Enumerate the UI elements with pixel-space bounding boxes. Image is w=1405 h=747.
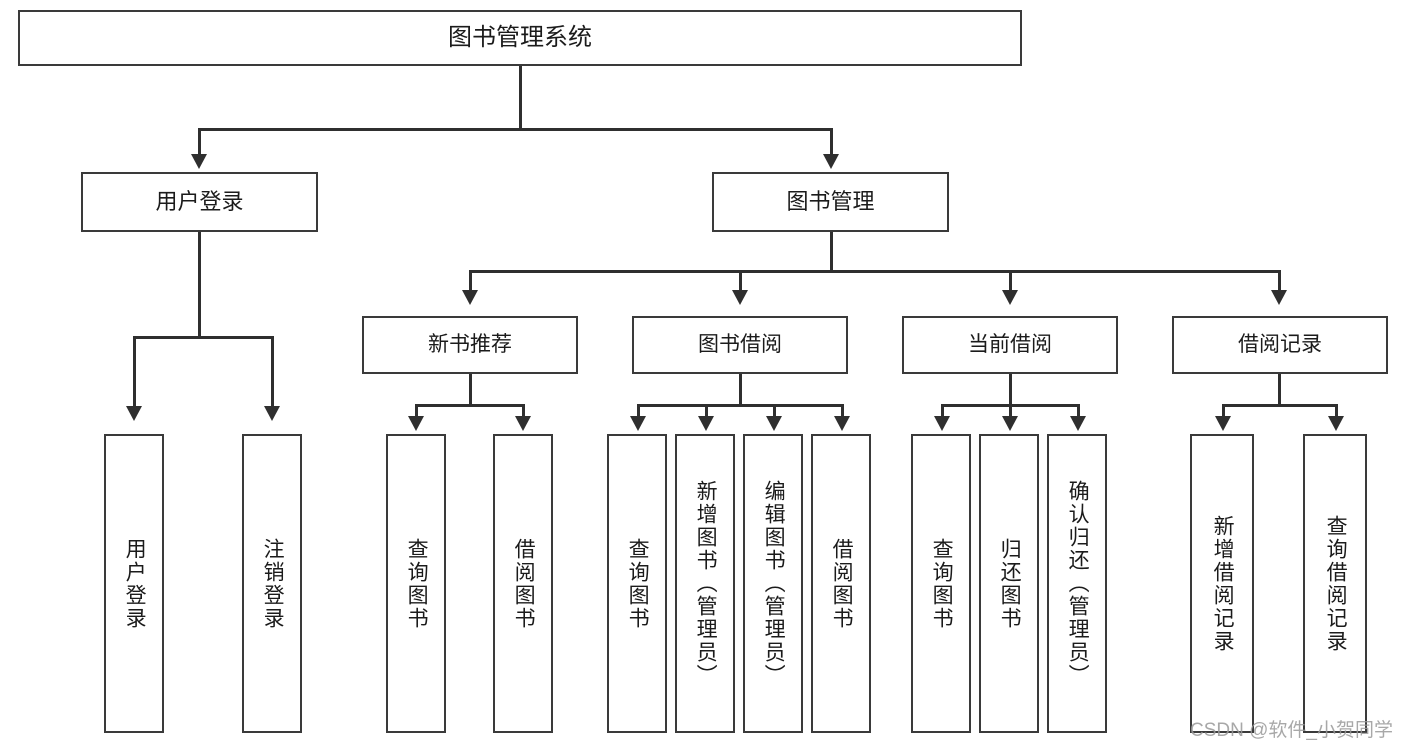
connector-book-management-stem [830, 232, 833, 272]
node-label: 图书借阅 [698, 332, 782, 356]
arrow-user-login-to-leaf-1 [126, 406, 142, 421]
arrow-book-management-to-new-book [462, 290, 478, 305]
arrow-book-borrow-to-leaf-4 [834, 416, 850, 431]
connector-book-management-drop-2 [739, 270, 742, 292]
leaf-book-borrow-1[interactable]: 查询图书 [607, 434, 667, 733]
node-root-book-management-system[interactable]: 图书管理系统 [18, 10, 1022, 66]
connector-current-borrow-drop-2 [1009, 404, 1012, 418]
leaf-current-borrow-3[interactable]: 确认归还（管理员） [1047, 434, 1107, 733]
node-label: 归还图书 [998, 537, 1022, 630]
leaf-book-borrow-4[interactable]: 借阅图书 [811, 434, 871, 733]
arrow-new-book-to-leaf-2 [515, 416, 531, 431]
node-label: 新增图书（管理员） [694, 480, 718, 687]
node-label: 确认归还（管理员） [1066, 480, 1090, 687]
node-new-book-recommend[interactable]: 新书推荐 [362, 316, 578, 374]
connector-new-book-stem [469, 374, 472, 406]
arrow-root-to-user-login [191, 154, 207, 169]
connector-root-drop-1 [198, 128, 201, 156]
node-label: 用户登录 [155, 189, 244, 215]
node-label: 编辑图书（管理员） [762, 480, 786, 687]
connector-current-borrow-drop-3 [1077, 404, 1080, 418]
leaf-user-login-2[interactable]: 注销登录 [242, 434, 302, 733]
leaf-current-borrow-1[interactable]: 查询图书 [911, 434, 971, 733]
connector-current-borrow-drop-1 [941, 404, 944, 418]
arrow-book-borrow-to-leaf-3 [766, 416, 782, 431]
leaf-book-borrow-3[interactable]: 编辑图书（管理员） [743, 434, 803, 733]
leaf-borrow-record-2[interactable]: 查询借阅记录 [1303, 434, 1367, 733]
node-label: 新书推荐 [428, 332, 512, 356]
arrow-book-borrow-to-leaf-2 [698, 416, 714, 431]
connector-book-borrow-bus [637, 404, 842, 407]
connector-borrow-record-drop-2 [1335, 404, 1338, 418]
connector-book-borrow-drop-3 [773, 404, 776, 418]
node-label: 查询图书 [930, 537, 954, 630]
connector-book-borrow-stem [739, 374, 742, 406]
node-borrow-record[interactable]: 借阅记录 [1172, 316, 1388, 374]
node-user-login[interactable]: 用户登录 [81, 172, 318, 232]
node-label: 当前借阅 [968, 332, 1052, 356]
arrow-root-to-book-management [823, 154, 839, 169]
arrow-book-borrow-to-leaf-1 [630, 416, 646, 431]
node-label: 查询图书 [626, 537, 650, 630]
arrow-user-login-to-leaf-2 [264, 406, 280, 421]
node-label: 图书管理 [786, 189, 875, 215]
node-label: 注销登录 [261, 537, 285, 630]
arrow-current-borrow-to-leaf-1 [934, 416, 950, 431]
node-label: 借阅图书 [512, 537, 536, 630]
arrow-book-management-to-current-borrow [1002, 290, 1018, 305]
connector-book-management-drop-1 [469, 270, 472, 292]
connector-book-management-bus [469, 270, 1278, 273]
connector-new-book-bus [415, 404, 525, 407]
connector-root-drop-2 [830, 128, 833, 156]
connector-user-login-drop-2 [271, 336, 274, 408]
node-label: 借阅图书 [830, 537, 854, 630]
connector-book-management-drop-4 [1278, 270, 1281, 292]
node-current-borrow[interactable]: 当前借阅 [902, 316, 1118, 374]
connector-new-book-drop-1 [415, 404, 418, 418]
connector-book-borrow-drop-2 [705, 404, 708, 418]
arrow-new-book-to-leaf-1 [408, 416, 424, 431]
node-label: 用户登录 [123, 537, 147, 630]
arrow-book-management-to-book-borrow [732, 290, 748, 305]
connector-user-login-drop-1 [133, 336, 136, 408]
connector-book-management-drop-3 [1009, 270, 1012, 292]
leaf-borrow-record-1[interactable]: 新增借阅记录 [1190, 434, 1254, 733]
leaf-user-login-1[interactable]: 用户登录 [104, 434, 164, 733]
connector-root-stem [519, 66, 522, 128]
leaf-book-borrow-2[interactable]: 新增图书（管理员） [675, 434, 735, 733]
connector-user-login-stem [198, 232, 201, 336]
node-book-management[interactable]: 图书管理 [712, 172, 949, 232]
connector-borrow-record-stem [1278, 374, 1281, 406]
leaf-current-borrow-2[interactable]: 归还图书 [979, 434, 1039, 733]
node-label: 借阅记录 [1238, 332, 1322, 356]
arrow-current-borrow-to-leaf-2 [1002, 416, 1018, 431]
node-book-borrow[interactable]: 图书借阅 [632, 316, 848, 374]
connector-borrow-record-drop-1 [1222, 404, 1225, 418]
leaf-new-book-recommend-1[interactable]: 查询图书 [386, 434, 446, 733]
node-label: 新增借阅记录 [1211, 514, 1235, 653]
connector-current-borrow-stem [1009, 374, 1012, 406]
connector-book-borrow-drop-1 [637, 404, 640, 418]
node-label: 查询图书 [405, 537, 429, 630]
watermark-text: CSDN @软件_小贺同学 [1190, 720, 1393, 741]
leaf-new-book-recommend-2[interactable]: 借阅图书 [493, 434, 553, 733]
connector-borrow-record-bus [1222, 404, 1338, 407]
connector-user-login-bus [133, 336, 273, 339]
connector-book-borrow-drop-4 [841, 404, 844, 418]
arrow-borrow-record-to-leaf-2 [1328, 416, 1344, 431]
arrow-book-management-to-borrow-record [1271, 290, 1287, 305]
arrow-current-borrow-to-leaf-3 [1070, 416, 1086, 431]
arrow-borrow-record-to-leaf-1 [1215, 416, 1231, 431]
connector-new-book-drop-2 [522, 404, 525, 418]
node-label: 查询借阅记录 [1324, 514, 1348, 653]
connector-root-bus [198, 128, 832, 131]
node-label: 图书管理系统 [448, 24, 592, 51]
